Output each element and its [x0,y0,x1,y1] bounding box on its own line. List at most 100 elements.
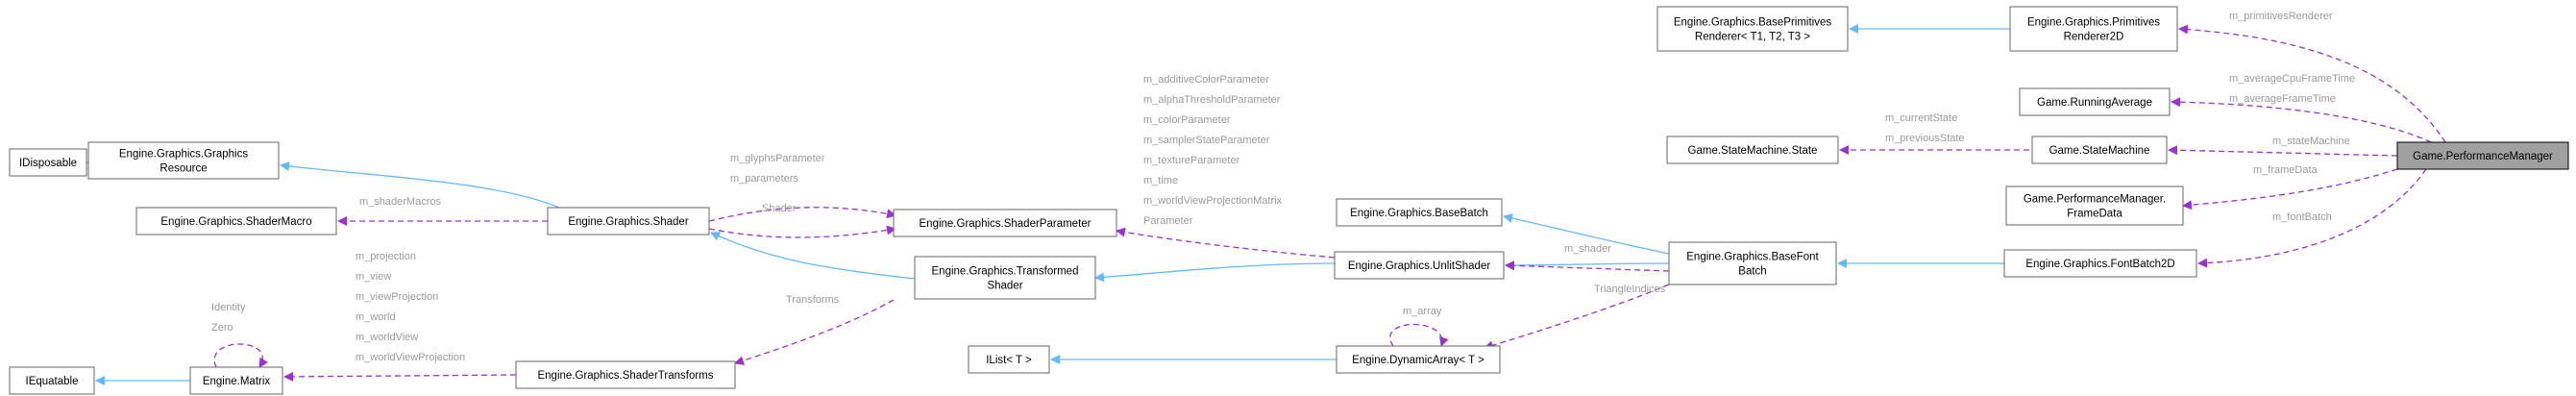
edge-label-matrix-fields-0: m_projection [356,251,416,262]
class-node-font-batch-2d[interactable]: Engine.Graphics.FontBatch2D [2003,249,2197,278]
class-node-performance-manager[interactable]: Game.PerformanceManager [2396,141,2569,170]
class-node-label-state-machine-0: Game.StateMachine [2049,145,2150,157]
class-node-state-machine-state[interactable]: Game.StateMachine.State [1666,136,1839,164]
class-node-box-state-machine [2031,136,2168,164]
class-node-label-ilist-0: IList< T > [986,355,1032,366]
class-node-label-dynamic-array-0: Engine.DynamicArray< T > [1352,355,1484,366]
class-node-shader[interactable]: Engine.Graphics.Shader [547,207,710,235]
class-node-iequatable[interactable]: IEquatable [9,366,95,395]
class-node-box-state-machine-state [1666,136,1839,164]
class-node-frame-data[interactable]: Game.PerformanceManager. FrameData [2005,186,2184,226]
class-node-box-idisposable [9,148,87,177]
edge-label-font-batch-0: m_fontBatch [2272,211,2332,223]
class-node-idisposable[interactable]: IDisposable [9,148,87,177]
class-node-shader-transforms[interactable]: Engine.Graphics.ShaderTransforms [515,360,736,389]
edge-label-unlit-params-2: m_colorParameter [1143,114,1231,126]
edge-label-unlit-params-6: m_worldViewProjectionMatrix [1143,195,1283,207]
edge-labels: m_glyphsParameterm_parametersm_shaderMac… [211,11,2355,363]
class-node-box-shader-parameter [893,209,1117,237]
class-node-state-machine[interactable]: Game.StateMachine [2031,136,2168,164]
class-node-label-graphics-resource-1: Resource [159,163,207,175]
edge-label-matrix-fields-4: m_worldView [356,332,418,343]
usage-arrow-15 [283,371,517,382]
class-node-box-performance-manager [2396,141,2569,170]
class-node-label-primitives-renderer-2d-0: Engine.Graphics.Primitives [2027,17,2160,29]
edge-label-averages-0: m_averageCpuFrameTime [2229,73,2355,85]
usage-arrow-24 [2182,168,2398,210]
edge-label-glyph-params-0: m_glyphsParameter [730,153,825,164]
class-node-label-matrix-0: Engine.Matrix [203,376,271,387]
inheritance-arrow-5 [1503,213,1670,255]
class-node-dynamic-array[interactable]: Engine.DynamicArray< T > [1336,345,1501,374]
usage-arrow-16 [1505,260,1670,272]
nodes: IDisposable Engine.Graphics.GraphicsResou… [9,6,2569,395]
class-node-box-shader-transforms [515,360,736,389]
edge-label-matrix-self-1: Zero [211,322,233,334]
usage-arrow-23 [2171,97,2432,143]
edge-label-triangle-indices-0: TriangleIndices [1594,284,1666,295]
usage-arrow-18 [1389,323,1449,347]
edge-label-matrix-fields-3: m_world [356,311,396,323]
edge-label-primitives-renderer-0: m_primitivesRenderer [2229,11,2333,22]
class-node-box-base-primitives-renderer [1656,6,1849,52]
class-node-box-running-average [2019,87,2171,116]
class-node-label-primitives-renderer-2d-1: Renderer2D [2064,32,2124,43]
class-node-shader-parameter[interactable]: Engine.Graphics.ShaderParameter [893,209,1117,237]
edge-label-unlit-params-3: m_samplerStateParameter [1143,135,1270,146]
class-node-matrix[interactable]: Engine.Matrix [189,366,283,395]
inheritance-arrow-6 [1505,260,1670,270]
class-node-box-ilist [968,345,1050,374]
class-node-box-unlit-shader [1334,251,1505,280]
class-node-box-transformed-shader [914,256,1096,300]
class-node-label-idisposable-0: IDisposable [19,158,77,169]
class-node-label-base-font-batch-0: Engine.Graphics.BaseFont [1686,252,1819,263]
class-node-label-frame-data-0: Game.PerformanceManager. [2024,194,2166,206]
edge-label-transforms-0: Transforms [786,294,840,306]
class-node-label-base-font-batch-1: Batch [1738,266,1766,278]
usage-arrow-21 [2168,145,2398,157]
class-node-label-base-batch-0: Engine.Graphics.BaseBatch [1350,208,1488,219]
class-node-running-average[interactable]: Game.RunningAverage [2019,87,2171,116]
class-node-unlit-shader[interactable]: Engine.Graphics.UnlitShader [1334,251,1505,280]
usage-arrow-13 [1116,227,1336,259]
class-node-box-base-font-batch [1668,241,1837,285]
edge-label-matrix-fields-5: m_worldViewProjection [356,352,465,363]
class-node-box-font-batch-2d [2003,249,2197,278]
class-node-shader-macro[interactable]: Engine.Graphics.ShaderMacro [135,207,337,235]
usage-arrow-25 [2197,168,2427,268]
inheritance-arrow-4 [710,232,916,280]
inheritance-arrow-3 [1094,262,1336,283]
class-node-label-transformed-shader-1: Shader [987,281,1022,292]
class-node-base-batch[interactable]: Engine.Graphics.BaseBatch [1336,198,1503,227]
class-node-box-primitives-renderer-2d [2009,6,2178,52]
class-node-label-shader-transforms-0: Engine.Graphics.ShaderTransforms [537,370,713,382]
class-node-box-shader [547,207,710,235]
class-node-box-dynamic-array [1336,345,1501,374]
edge-label-unlit-params-1: m_alphaThresholdParameter [1143,94,1281,106]
class-node-box-graphics-resource [87,141,280,180]
class-node-label-frame-data-1: FrameData [2067,209,2122,220]
edge-label-unlit-params-5: m_time [1143,175,1178,186]
edge-label-unlit-params-7: Parameter [1143,215,1193,227]
edge-label-matrix-self-0: Identity [211,302,246,313]
edge-label-matrix-fields-2: m_viewProjection [356,291,438,303]
class-node-label-font-batch-2d-0: Engine.Graphics.FontBatch2D [2025,259,2174,270]
class-node-box-iequatable [9,366,95,395]
inheritance-arrow-1 [280,161,560,209]
class-node-ilist[interactable]: IList< T > [968,345,1050,374]
edge-label-unlit-params-4: m_textureParameter [1143,155,1240,166]
class-node-base-primitives-renderer[interactable]: Engine.Graphics.BasePrimitivesRenderer< … [1656,6,1849,52]
class-node-label-transformed-shader-0: Engine.Graphics.Transformed [932,266,1079,278]
edge-label-states-0: m_currentState [1885,112,1957,124]
edge-label-states-1: m_previousState [1885,133,1965,144]
class-node-label-base-primitives-renderer-1: Renderer< T1, T2, T3 > [1695,32,1810,43]
class-node-label-graphics-resource-0: Engine.Graphics.Graphics [119,149,248,161]
edge-label-m-shader-0: m_shader [1564,243,1611,255]
class-node-box-matrix [189,366,283,395]
usage-arrow-19 [213,343,269,368]
